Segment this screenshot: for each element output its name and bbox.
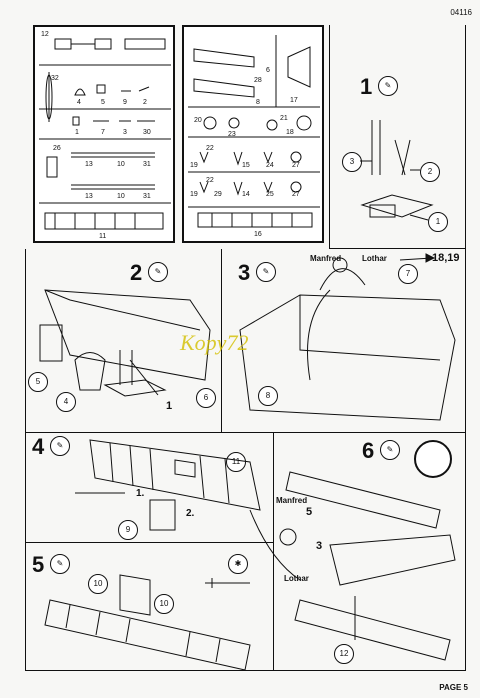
watermark: Kopy72 (180, 330, 249, 355)
pilot-label-right: Lothar (362, 254, 387, 263)
sprue-label: 29 (214, 191, 222, 198)
panel-step-2 (25, 249, 222, 433)
sprue-label: 25 (266, 191, 274, 198)
step-number: 3 (238, 260, 251, 285)
sprue-label: 24 (266, 162, 274, 169)
part-callout: 5 (28, 372, 48, 392)
part-callout: 10 (88, 574, 108, 594)
step-number: 4 (32, 434, 45, 459)
sprue-label: 3 (123, 129, 127, 136)
part-callout: 7 (398, 264, 418, 284)
sprue-label: 23 (228, 131, 236, 138)
step-number: 1 (360, 74, 373, 99)
part-callout: 2 (420, 162, 440, 182)
sprue-label: 19 (190, 191, 198, 198)
sprue-frame-right: 6 28 8 17 20 21 22 18 23 19 22 15 24 27 … (182, 25, 324, 243)
sprue-label: 7 (101, 129, 105, 136)
sprue-label: 22 (206, 177, 214, 184)
sprue-label: 17 (290, 97, 298, 104)
panel-step-6 (274, 433, 466, 671)
sprue-label: 13 (85, 161, 93, 168)
panel-step-1 (329, 25, 466, 249)
part-number: 5 (306, 506, 313, 518)
glue-icon: ✎ (50, 436, 70, 456)
sprue-label: 12 (41, 31, 49, 38)
glue-icon: ✎ (256, 262, 276, 282)
glue-icon: ✎ (148, 262, 168, 282)
asterisk-icon: ✱ (228, 554, 248, 574)
clock-icon (414, 440, 452, 478)
sprue-label: 8 (256, 99, 260, 106)
sprue-label: 6 (266, 67, 270, 74)
sprue-left-drawing (39, 38, 171, 230)
panel-step-3 (222, 249, 466, 433)
sprue-label: 18 (286, 129, 294, 136)
sprue-label: 32 (51, 75, 59, 82)
part-callout: 9 (118, 520, 138, 540)
step-number: 2 (130, 260, 143, 285)
substep-label: 1. (136, 488, 145, 499)
sprue-label: 9 (123, 99, 127, 106)
sprue-label: 21 (280, 115, 288, 122)
sprue-label: 10 (117, 193, 125, 200)
sprue-label: 15 (242, 162, 250, 169)
panel-step-4 (25, 433, 274, 543)
sprue-label: 19 (190, 162, 198, 169)
sprue-label: 11 (99, 233, 107, 240)
sprue-label: 22 (206, 145, 214, 152)
sprue-label: 20 (194, 117, 202, 124)
part-callout: 12 (334, 644, 354, 664)
step-number: 5 (32, 552, 45, 577)
part-callout: 3 (342, 152, 362, 172)
glue-icon: ✎ (50, 554, 70, 574)
sprue-label: 5 (101, 99, 105, 106)
part-callout: 1 (428, 212, 448, 232)
part-number: 3 (316, 540, 323, 552)
part-callout: 8 (258, 386, 278, 406)
sprue-label: 13 (85, 193, 93, 200)
sprue-label: 2 (143, 99, 147, 106)
sprue-label: 4 (77, 99, 81, 106)
step-number: 6 (362, 438, 375, 463)
sprue-label: 26 (53, 145, 61, 152)
sprue-label: 28 (254, 77, 262, 84)
sprue-label: 27 (292, 162, 300, 169)
decal-range: 18,19 (432, 252, 460, 264)
sprue-label: 27 (292, 191, 300, 198)
header-code: 04116 (450, 8, 472, 17)
sprue-right-drawing (188, 35, 320, 228)
panel-step-5 (25, 543, 274, 671)
substep-label: 2. (186, 508, 195, 519)
sprue-label: 31 (143, 161, 151, 168)
part-number: 1 (166, 400, 173, 412)
pilot-label-top: Manfred (276, 496, 308, 505)
sprue-label: 30 (143, 129, 151, 136)
pilot-label-bottom: Lothar (284, 574, 309, 583)
page-number: PAGE 5 (439, 683, 468, 692)
pilot-label-left: Manfred (310, 254, 342, 263)
sprue-frame-left: 12 32 4 5 9 2 1 7 3 30 26 13 10 31 13 10… (33, 25, 175, 243)
part-callout: 11 (226, 452, 246, 472)
glue-icon: ✎ (378, 76, 398, 96)
part-callout: 4 (56, 392, 76, 412)
sprue-label: 16 (254, 231, 262, 238)
sprue-label: 10 (117, 161, 125, 168)
part-callout: 6 (196, 388, 216, 408)
sprue-label: 31 (143, 193, 151, 200)
glue-icon: ✎ (380, 440, 400, 460)
part-callout: 10 (154, 594, 174, 614)
sprue-label: 14 (242, 191, 250, 198)
sprue-label: 1 (75, 129, 79, 136)
